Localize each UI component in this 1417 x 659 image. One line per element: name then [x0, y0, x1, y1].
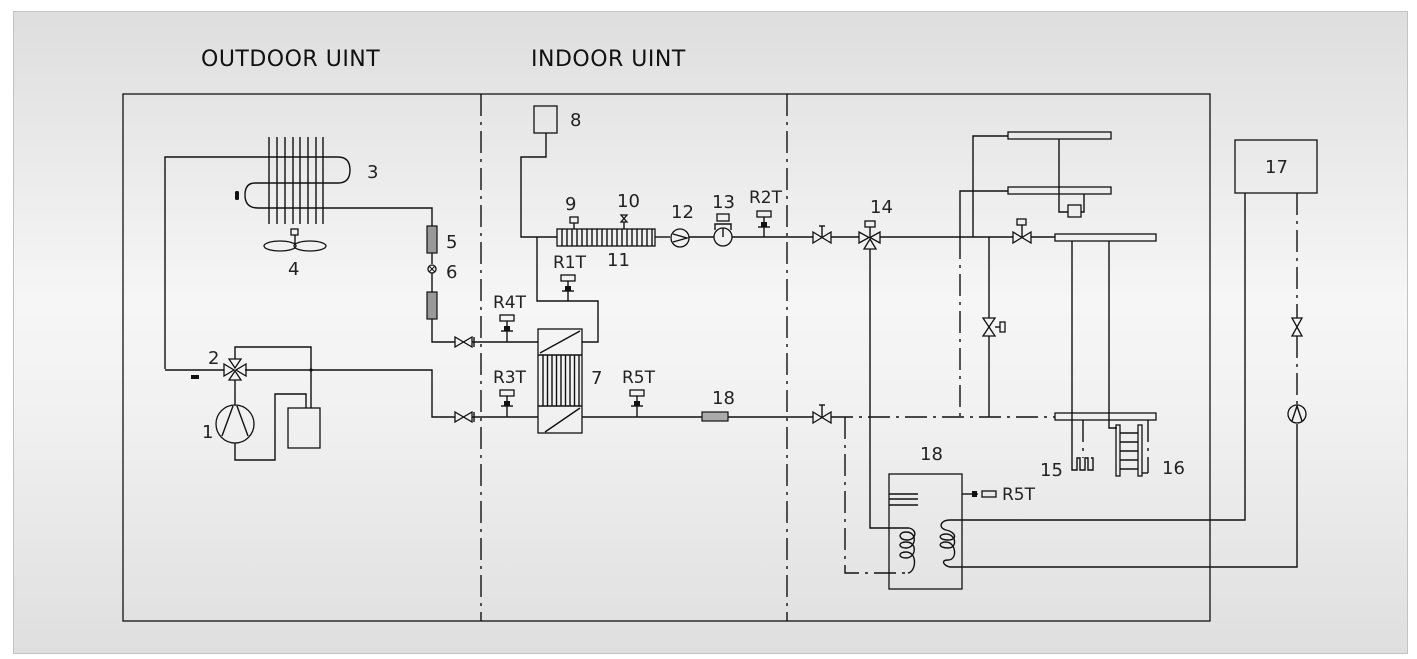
- plate-heat-exchanger-icon: [537, 328, 583, 434]
- liquid-pipe: [431, 319, 455, 343]
- indoor-unit-heading: INDOOR UINT: [531, 47, 686, 72]
- outdoor-pipe-left: [164, 156, 338, 369]
- service-valve-icon: [454, 335, 538, 349]
- sensor-r5t-label: R5T: [622, 368, 656, 388]
- radiator-icon: [1108, 413, 1149, 477]
- label-12: 12: [671, 202, 694, 223]
- water-filter-icon: [701, 411, 729, 422]
- fan-coil-control-icon: [1067, 204, 1082, 218]
- water-pipe: [959, 190, 1008, 237]
- dhw-return-pipe: [844, 417, 910, 574]
- solar-pipe: [962, 424, 1298, 568]
- temperature-sensor-icon: [499, 389, 515, 417]
- label-18-tank: 18: [920, 444, 943, 465]
- label-4: 4: [288, 259, 299, 280]
- label-3: 3: [367, 162, 378, 183]
- pump-icon: [670, 228, 690, 248]
- tank-coil-icon: [899, 519, 962, 574]
- label-2: 2: [208, 348, 219, 369]
- label-1: 1: [202, 422, 213, 443]
- three-way-valve-icon: [858, 220, 881, 250]
- water-pipe: [1058, 139, 1068, 213]
- filter-icon: [426, 225, 438, 320]
- bypass-valve-icon: [981, 317, 1006, 337]
- solar-valve-icon: [1290, 317, 1304, 337]
- dhw-tank: [888, 473, 963, 590]
- diagram-panel: [13, 11, 1408, 654]
- pressure-relief-icon: [569, 216, 579, 229]
- backup-heater-icon: [556, 228, 656, 247]
- water-pipe: [972, 135, 1008, 237]
- accumulator: [287, 407, 321, 449]
- dhw-pipe: [869, 249, 909, 529]
- label-9: 9: [565, 194, 576, 215]
- temperature-sensor-icon: [499, 314, 515, 342]
- system-frame: [122, 93, 1211, 622]
- sensor-r2t-label: R2T: [749, 188, 783, 208]
- label-10: 10: [617, 191, 640, 212]
- temperature-sensor-icon: [962, 490, 997, 498]
- return-pipe: [1081, 194, 1085, 213]
- sensor-r3t-label: R3T: [493, 368, 527, 388]
- label-16: 16: [1162, 458, 1185, 479]
- compressor-icon: [215, 380, 307, 461]
- sensor-r1t-label: R1T: [553, 253, 587, 273]
- solar-pipe: [962, 193, 1246, 521]
- floor-heating-icon: [1071, 413, 1094, 471]
- label-5: 5: [446, 232, 457, 253]
- air-vent-icon: [619, 214, 629, 229]
- gas-pipe: [245, 369, 455, 418]
- water-pipe: [520, 133, 557, 238]
- temperature-sensor-icon: [756, 210, 772, 237]
- fan-coil-unit: [1007, 131, 1112, 140]
- motorized-valve-icon: [1012, 218, 1032, 245]
- label-11: 11: [607, 250, 630, 271]
- solar-collector-box: [1234, 139, 1318, 194]
- label-14: 14: [870, 197, 893, 218]
- label-6: 6: [446, 262, 457, 283]
- electric-heater-icon: [889, 493, 918, 506]
- return-manifold: [1054, 412, 1157, 421]
- solar-pump-icon: [1287, 403, 1307, 424]
- supply-manifold: [1054, 233, 1157, 242]
- outdoor-unit-heading: OUTDOOR UINT: [201, 47, 380, 72]
- label-18-filter: 18: [712, 388, 735, 409]
- shutoff-valve-icon: [812, 404, 832, 425]
- label-13: 13: [712, 192, 735, 213]
- label-8: 8: [570, 110, 581, 131]
- flow-switch-icon: [713, 213, 733, 247]
- label-7: 7: [591, 368, 602, 389]
- temperature-sensor-icon: [629, 389, 645, 417]
- temperature-sensor-icon: [560, 274, 576, 301]
- shutoff-valve-icon: [812, 225, 832, 245]
- sensor-r5t-tank-label: R5T: [1002, 485, 1036, 505]
- condenser-coil-icon: [235, 137, 433, 226]
- label-17: 17: [1265, 157, 1288, 178]
- valve-pipe: [234, 346, 312, 408]
- service-valve-icon: [454, 410, 538, 424]
- expansion-tank: [533, 105, 558, 134]
- water-pipe: [536, 237, 599, 343]
- fan-icon: [263, 228, 327, 252]
- label-15: 15: [1040, 460, 1063, 481]
- sensor-r4t-label: R4T: [493, 293, 527, 313]
